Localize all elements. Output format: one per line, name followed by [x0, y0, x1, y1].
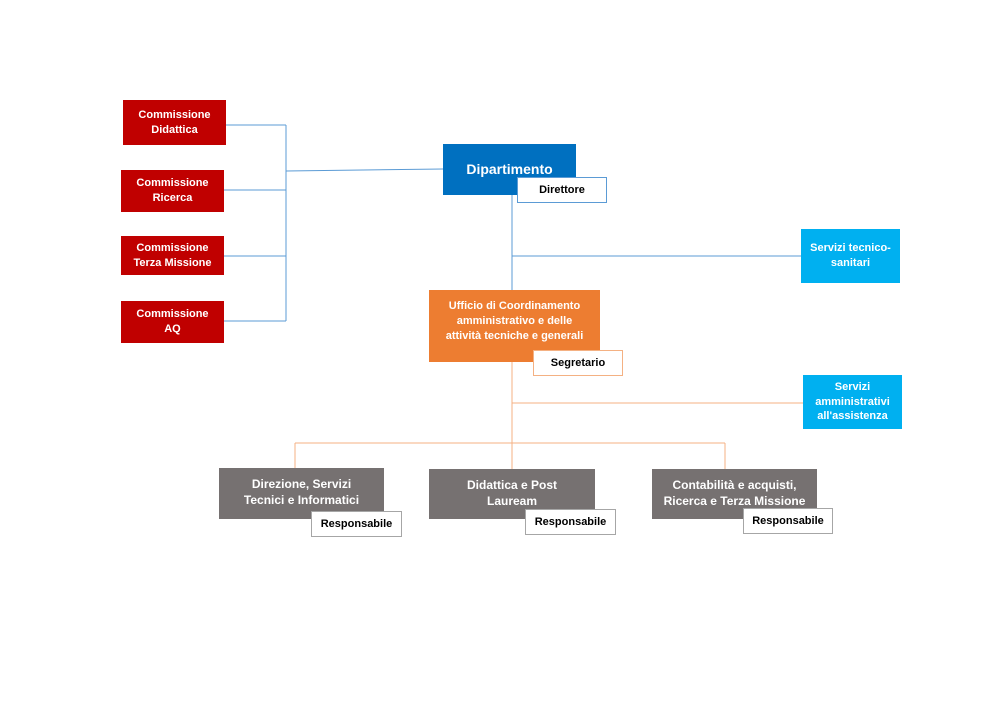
office-role-tag: Segretario: [533, 350, 623, 376]
unit-direzione-servizi[interactable]: Direzione, Servizi Tecnici e Informatici: [219, 468, 384, 519]
unit-role-tag: Responsabile: [311, 511, 402, 537]
commission-didattica[interactable]: Commissione Didattica: [123, 100, 226, 145]
department-connectors: [511, 195, 801, 290]
technical-services-box[interactable]: Servizi tecnico- sanitari: [801, 229, 900, 283]
connector-line: [285, 168, 444, 172]
department-role-tag: Direttore: [517, 177, 607, 203]
admin-services-box[interactable]: Servizi amministrativi all'assistenza: [803, 375, 902, 429]
office-connectors: [294, 362, 803, 469]
unit-role-tag: Responsabile: [525, 509, 616, 535]
unit-didattica-post-lauream[interactable]: Didattica e Post Lauream: [429, 469, 595, 519]
commission-connectors: [224, 124, 444, 322]
unit-role-tag: Responsabile: [743, 508, 833, 534]
commission-terza-missione[interactable]: Commissione Terza Missione: [121, 236, 224, 275]
commission-aq[interactable]: Commissione AQ: [121, 301, 224, 343]
commission-ricerca[interactable]: Commissione Ricerca: [121, 170, 224, 212]
